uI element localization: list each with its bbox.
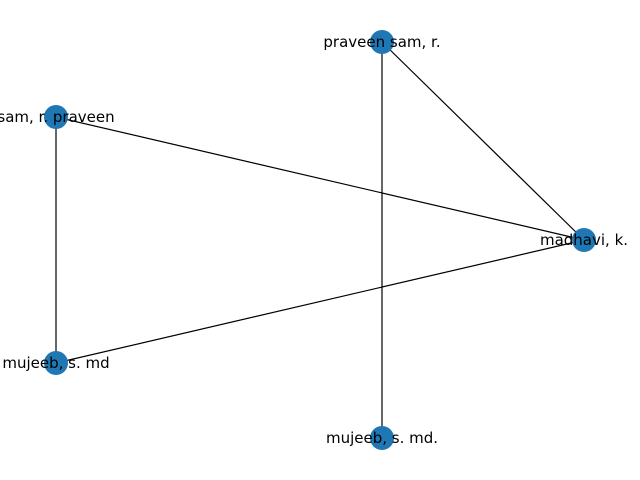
node-sam	[44, 105, 68, 129]
label-layer: praveen sam, r. sam, r. praveen madhavi, k…	[0, 33, 628, 447]
edge-mujeeb_md-madhavi	[55, 239, 585, 364]
edge-sam-madhavi	[55, 116, 585, 241]
node-madhavi	[572, 228, 596, 252]
node-mujeeb_md_dot	[370, 426, 394, 450]
node-label-mujeeb_md: mujeeb, s. md	[2, 354, 109, 372]
node-praveen	[370, 30, 394, 54]
edge-praveen-madhavi	[381, 41, 585, 241]
node-label-madhavi: madhavi, k.	[540, 231, 628, 249]
node-label-mujeeb_md_dot: mujeeb, s. md.	[326, 429, 438, 447]
node-label-praveen: praveen sam, r.	[323, 33, 440, 51]
node-label-sam: sam, r. praveen	[0, 108, 115, 126]
node-layer	[44, 30, 596, 450]
edge-layer	[55, 41, 585, 438]
node-mujeeb_md	[44, 351, 68, 375]
